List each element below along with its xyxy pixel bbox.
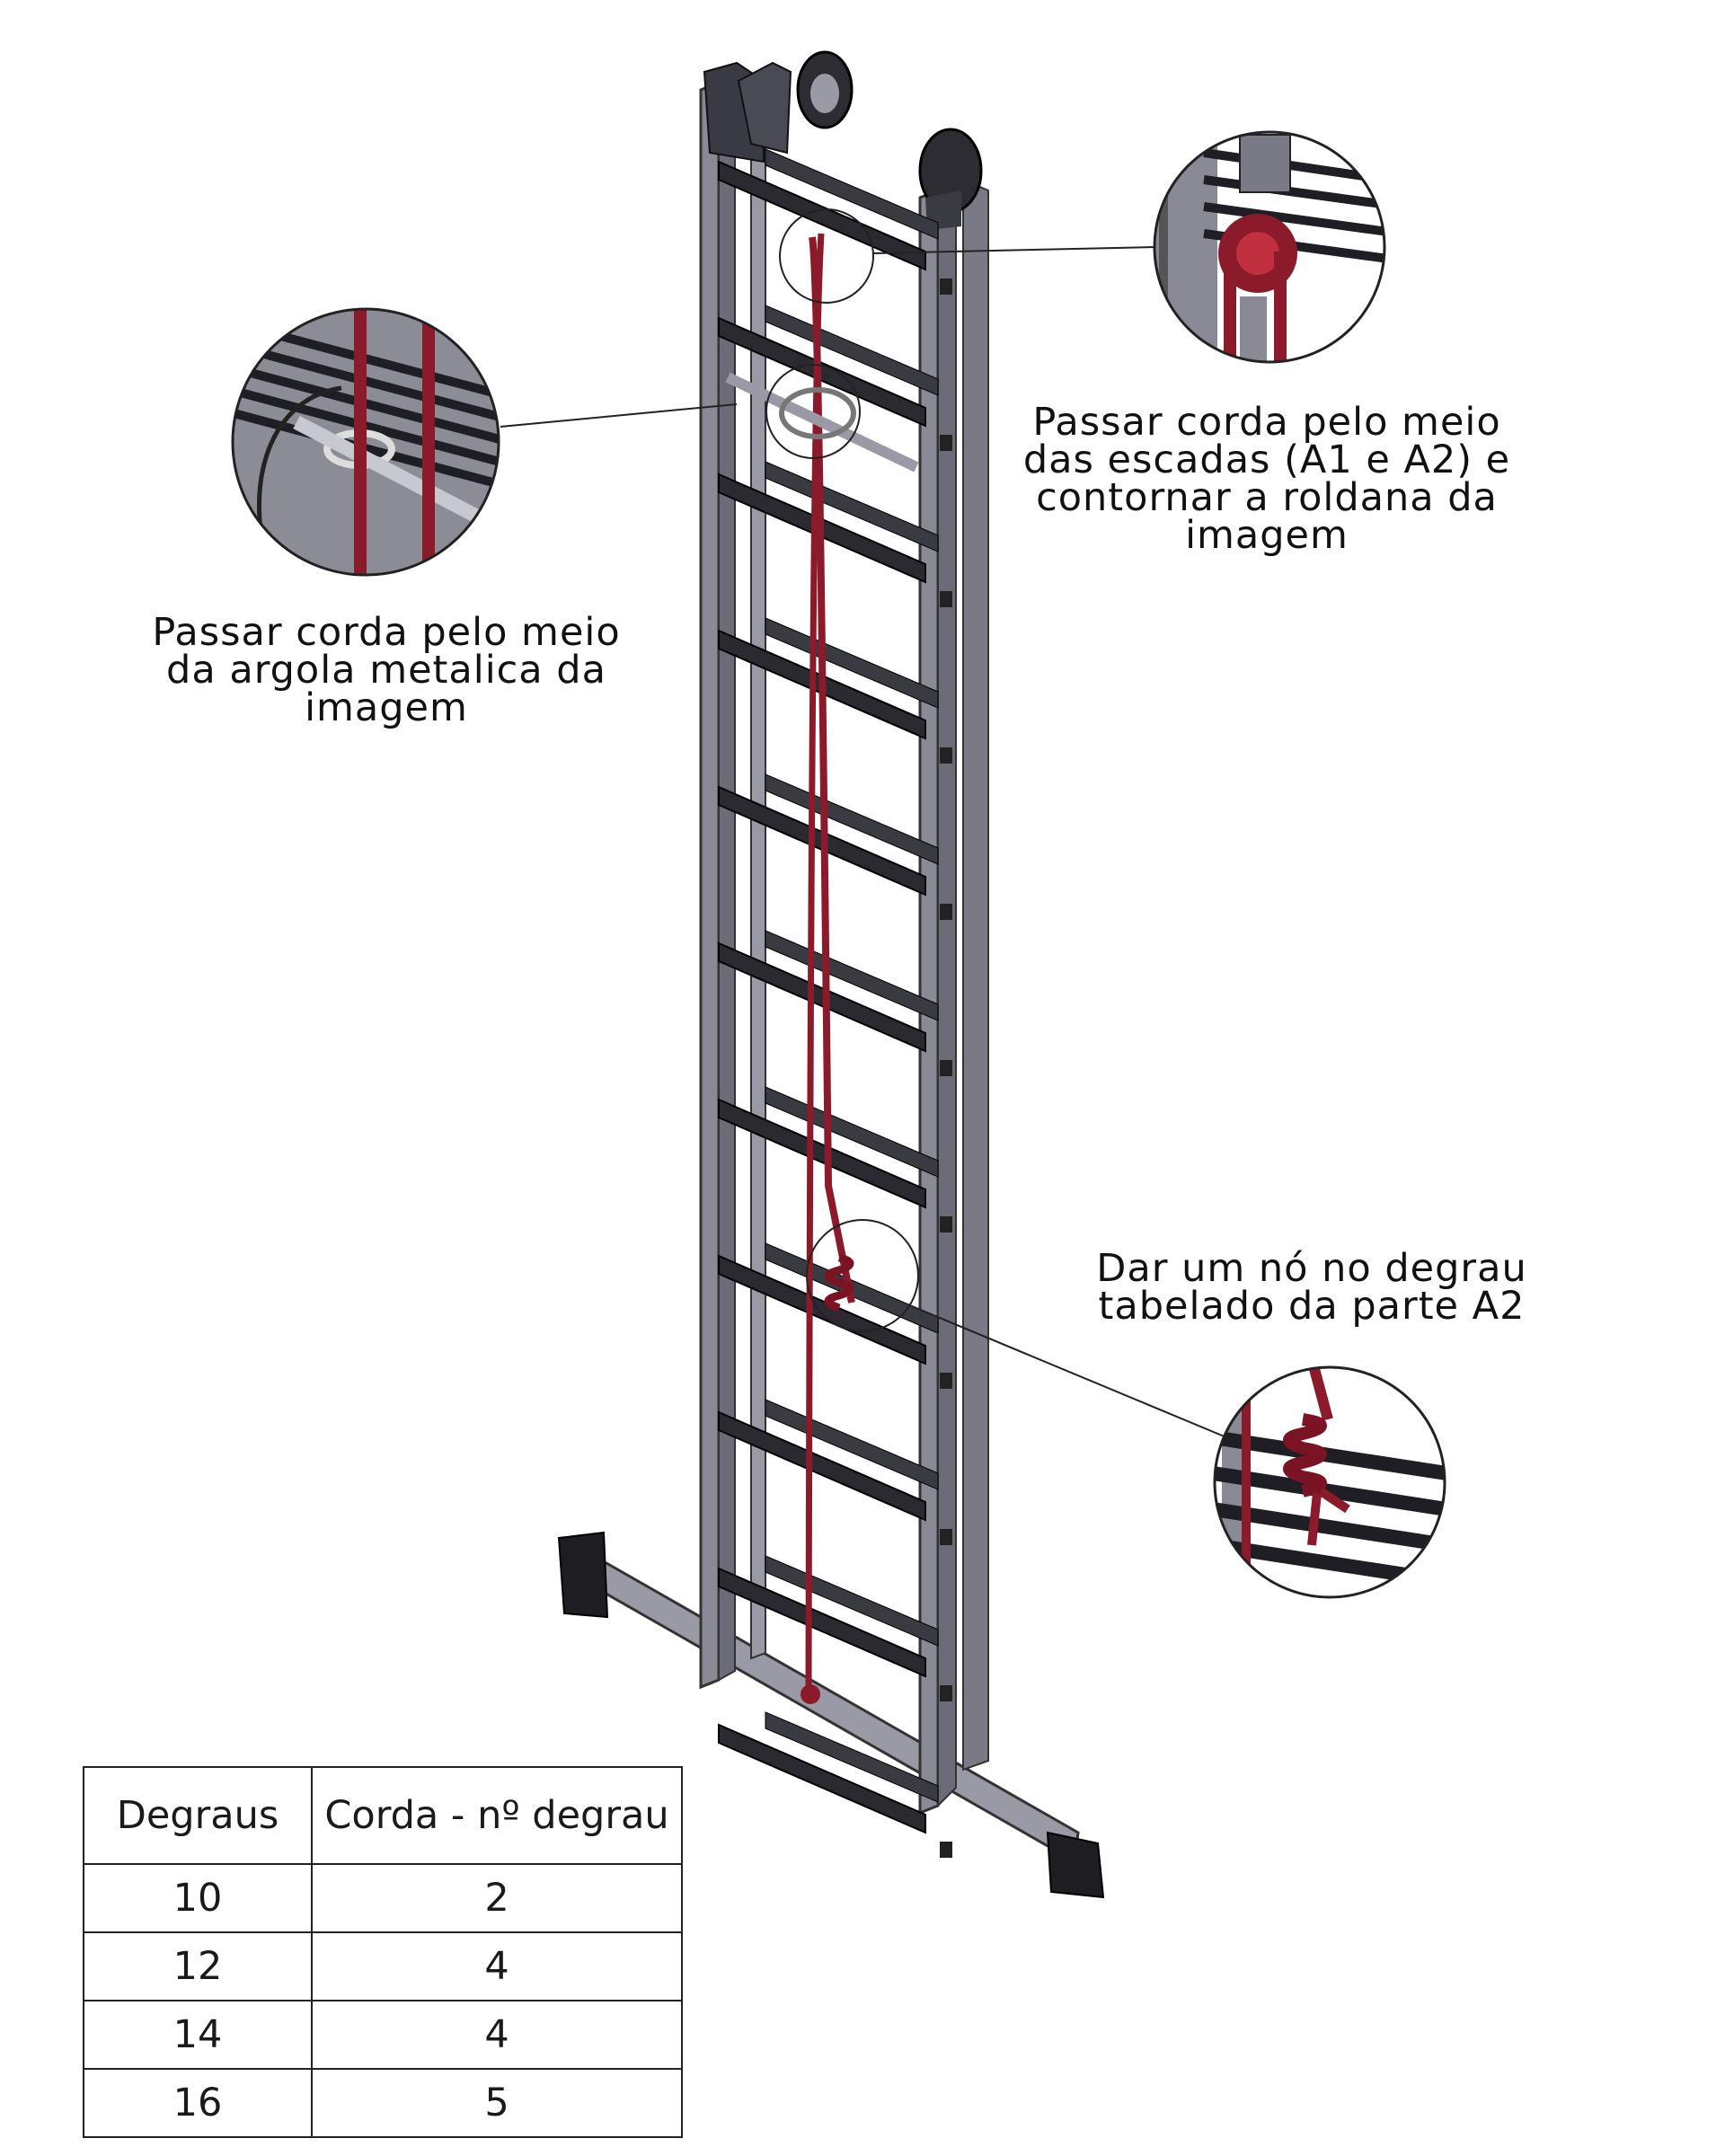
table-cell: 16 xyxy=(83,2068,313,2138)
column-header: Degraus xyxy=(83,1766,313,1865)
pulley-callout-marker xyxy=(779,208,874,304)
ladder-rung xyxy=(718,160,926,271)
pulley-instruction-line: imagem xyxy=(1185,513,1349,558)
leader-lines xyxy=(500,246,1227,1438)
table-cell: 4 xyxy=(311,2000,683,2070)
ring-instruction-line: da argola metalica da xyxy=(166,648,606,693)
ladder-rung xyxy=(718,1723,926,1834)
rail-hole xyxy=(940,1373,952,1389)
detail-zoom-ring xyxy=(231,307,500,577)
pulley-instruction-line: Passar corda pelo meio xyxy=(1032,400,1501,445)
rail-hole xyxy=(940,1529,952,1545)
table-row: 14 4 xyxy=(83,2000,683,2070)
table-row: 10 2 xyxy=(83,1863,683,1933)
table-cell: 10 xyxy=(83,1863,313,1933)
rail-hole xyxy=(940,278,952,295)
table-row: 12 4 xyxy=(83,1931,683,2001)
ladder-rung-rear xyxy=(765,617,939,709)
metal-ring-on-ladder xyxy=(725,372,919,473)
rail-hole xyxy=(940,591,952,607)
rail-hole xyxy=(940,747,952,764)
rail-hole xyxy=(940,904,952,920)
pulley-instruction-line: das escadas (A1 e A2) e xyxy=(1022,437,1511,482)
ring-instruction-line: imagem xyxy=(305,685,468,730)
column-header: Corda - nº degrau xyxy=(311,1766,683,1865)
ring-callout-marker xyxy=(765,364,861,459)
rope-step-table: Degraus Corda - nº degrau 10 2 12 4 14 4… xyxy=(83,1766,683,2138)
table-row: 16 5 xyxy=(83,2068,683,2138)
pulley-instruction: Passar corda pelo meio das escadas (A1 e… xyxy=(997,400,1536,558)
knot-callout-marker xyxy=(806,1219,919,1332)
ladder-rung-rear xyxy=(765,1711,939,1803)
ladder-rung xyxy=(718,1098,926,1209)
detail-zoom-pulley xyxy=(1153,130,1386,364)
knot-instruction-line: tabelado da parte A2 xyxy=(1098,1284,1526,1329)
knot-instruction: Dar um nó no degrau tabelado da parte A2 xyxy=(1060,1246,1563,1329)
table-cell: 4 xyxy=(311,1931,683,2001)
ladder-rung xyxy=(718,1254,926,1365)
ladder-rung-rear xyxy=(765,773,939,865)
ladder-rung-rear xyxy=(765,461,939,552)
ring-instruction: Passar corda pelo meio da argola metalic… xyxy=(126,610,647,730)
ring-instruction-line: Passar corda pelo meio xyxy=(152,610,621,655)
knot-instruction-line: Dar um nó no degrau xyxy=(1096,1246,1527,1291)
table-header-row: Degraus Corda - nº degrau xyxy=(83,1766,683,1865)
table-cell: 2 xyxy=(311,1863,683,1933)
rail-hole xyxy=(940,1216,952,1233)
rail-hole xyxy=(940,1060,952,1076)
ladder-rung-rear xyxy=(765,148,939,240)
table-cell: 5 xyxy=(311,2068,683,2138)
detail-zoom-knot xyxy=(1213,1365,1446,1599)
ladder-rung xyxy=(718,1567,926,1678)
table-cell: 14 xyxy=(83,2000,313,2070)
rope xyxy=(801,233,855,1704)
ladder-rung xyxy=(718,1410,926,1522)
ladder-rung xyxy=(718,941,926,1053)
top-pulleys xyxy=(703,50,983,230)
ladder-rung xyxy=(718,316,926,428)
rail-hole xyxy=(940,435,952,451)
rail-hole xyxy=(940,1842,952,1858)
table-cell: 12 xyxy=(83,1931,313,2001)
ladder-rung-rear xyxy=(765,305,939,396)
pulley-instruction-line: contornar a roldana da xyxy=(1036,475,1498,520)
rail-hole xyxy=(940,1685,952,1701)
